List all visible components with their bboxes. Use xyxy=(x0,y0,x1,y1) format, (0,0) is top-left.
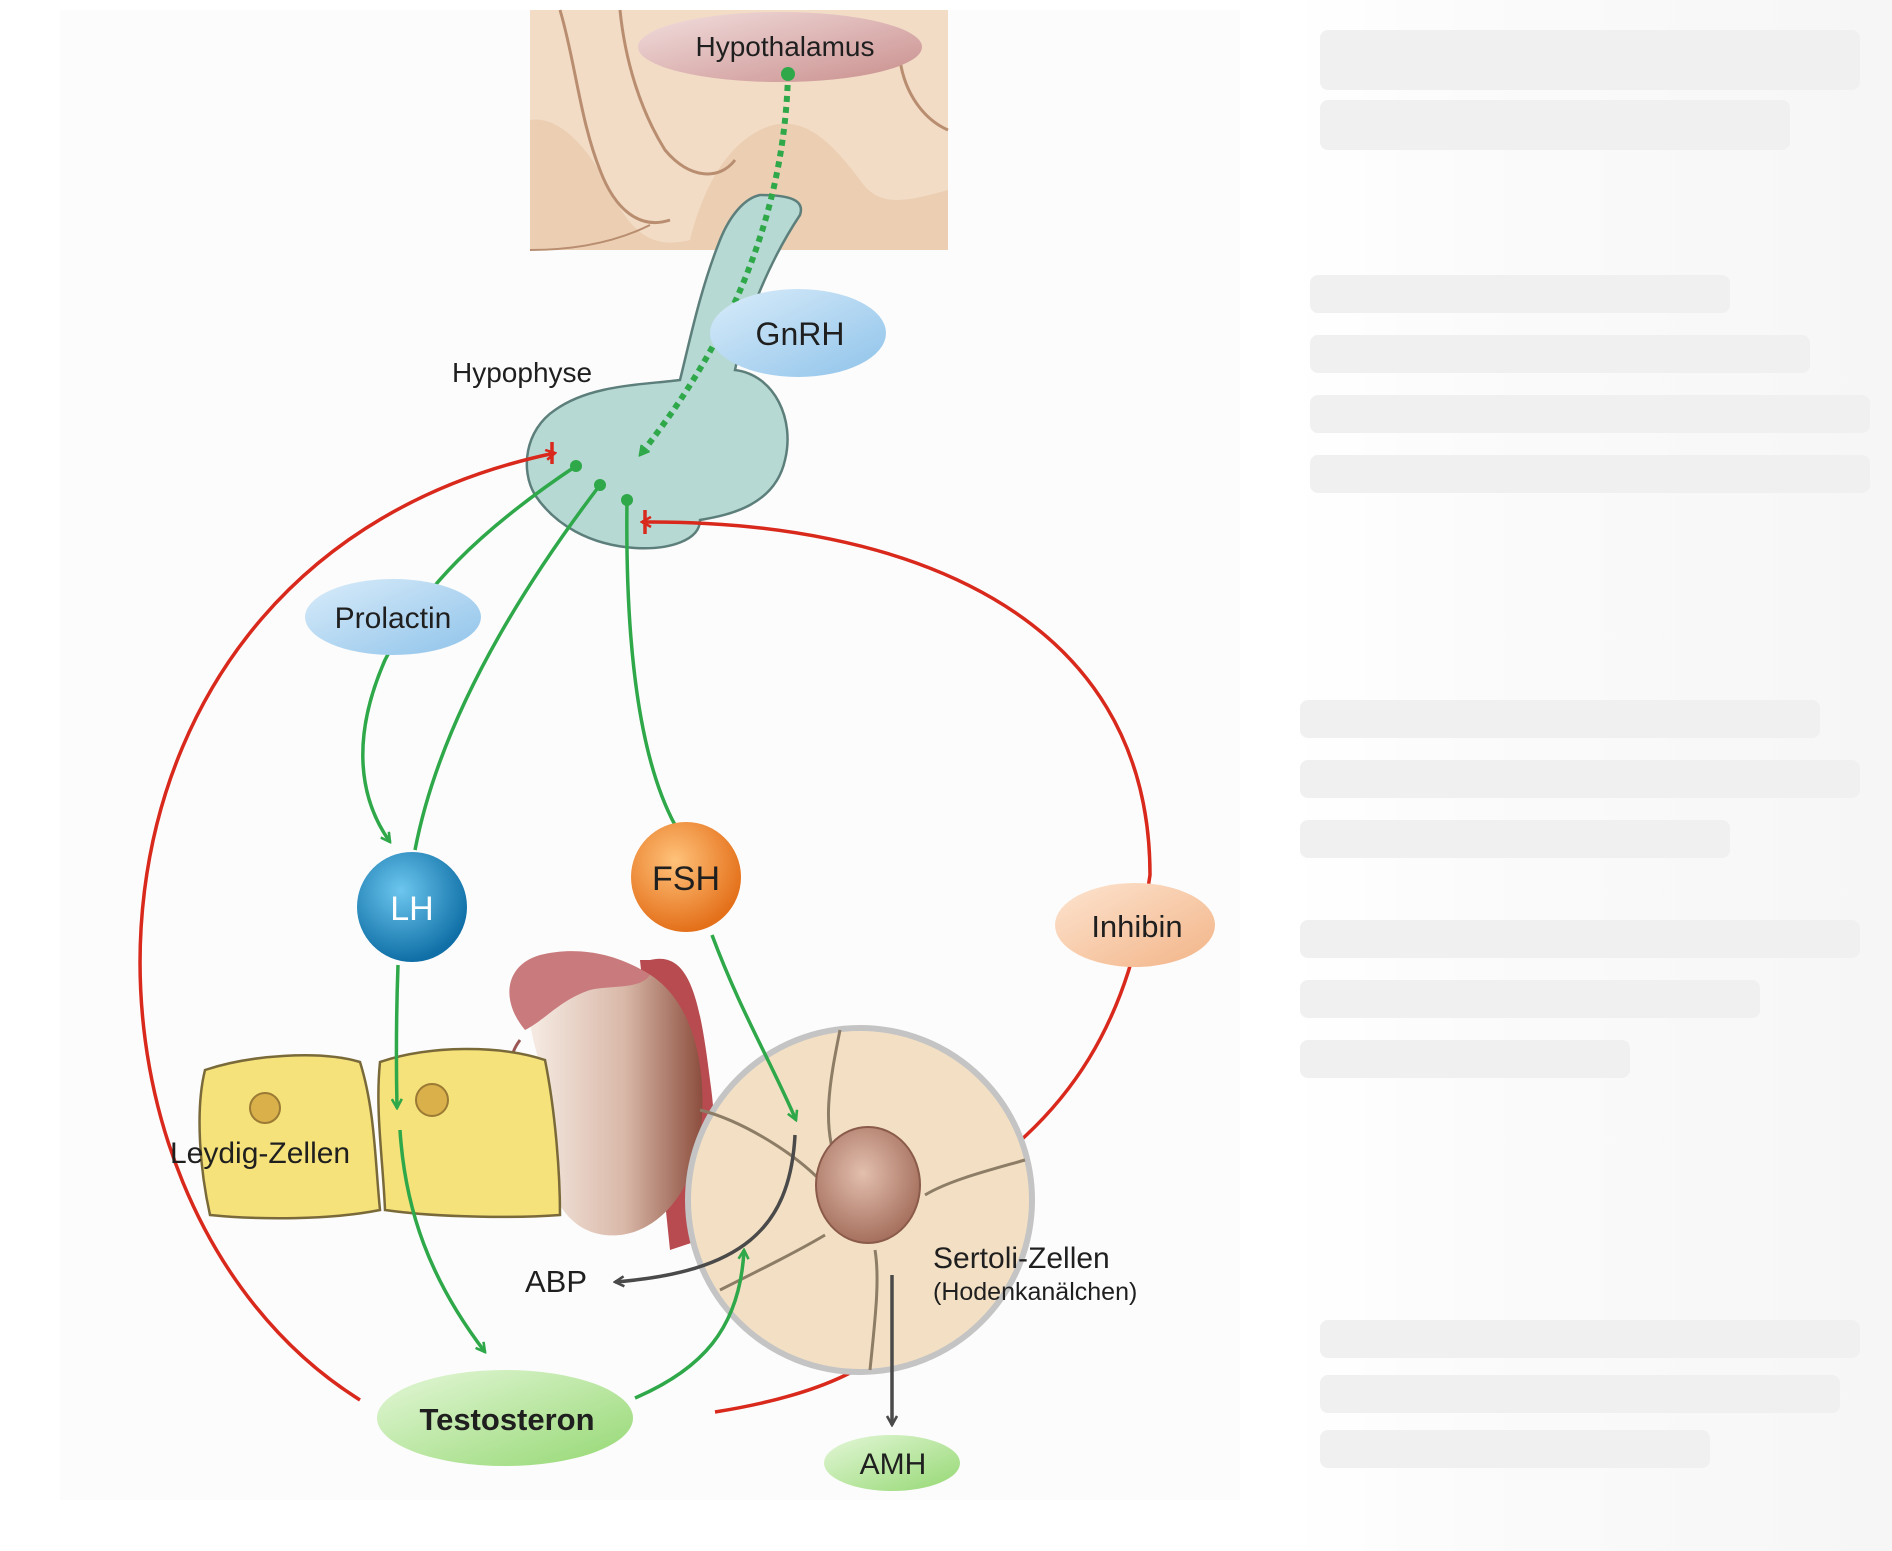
hypothalamus-label: Hypothalamus xyxy=(696,31,875,62)
prolactin-bubble xyxy=(305,579,481,655)
prolactin-label: Prolactin xyxy=(335,602,452,635)
fsh-badge xyxy=(631,822,741,932)
faded-text-block xyxy=(1310,455,1870,493)
amh-bubble xyxy=(824,1435,960,1491)
fsh-path xyxy=(625,499,677,826)
faded-text-block xyxy=(1300,760,1860,798)
leydig-label: Leydig-Zellen xyxy=(170,1137,350,1170)
lh-label: LH xyxy=(390,890,433,928)
hypophyse-label: Hypophyse xyxy=(452,357,592,388)
faded-text-block xyxy=(1320,1375,1840,1413)
gnrh-origin-dot xyxy=(781,67,795,81)
testosteron-bubble xyxy=(377,1370,633,1466)
sertoli-tubule xyxy=(685,1025,1035,1375)
inhibin-bubble xyxy=(1055,883,1215,967)
gnrh-dotted-arrow xyxy=(637,73,791,455)
faded-text-block xyxy=(1310,335,1810,373)
faded-page-background xyxy=(1290,0,1892,1551)
testis-illustration xyxy=(509,951,716,1250)
lh-badge xyxy=(357,852,467,962)
gnrh-bubble xyxy=(710,289,886,377)
faded-text-block xyxy=(1300,920,1860,958)
sertoli-sublabel: (Hodenkanälchen) xyxy=(933,1278,1137,1306)
faded-text-block xyxy=(1320,1430,1710,1468)
lh-path xyxy=(413,483,602,851)
fsh-label: FSH xyxy=(652,860,720,898)
faded-text-block xyxy=(1310,395,1870,433)
leydig-to-testosteron-arrow xyxy=(398,1129,485,1352)
testosteron-feedback-line xyxy=(138,453,555,1402)
faded-text-block xyxy=(1320,100,1790,150)
faded-text-block xyxy=(1320,1320,1860,1358)
lh-to-leydig-arrow xyxy=(396,964,398,1108)
gnrh-label: GnRH xyxy=(756,316,845,352)
prolactin-origin-dot xyxy=(570,460,582,472)
prolactin-path xyxy=(361,464,577,842)
inhibin-feedback-line xyxy=(642,522,1152,1205)
abp-secretion-arrow xyxy=(615,1134,797,1282)
faded-text-block xyxy=(1300,820,1730,858)
faded-text-block xyxy=(1320,30,1860,90)
amh-label: AMH xyxy=(860,1448,927,1481)
faded-text-block xyxy=(1300,980,1760,1018)
faded-text-block xyxy=(1310,275,1730,313)
faded-text-block xyxy=(1300,1040,1630,1078)
inhibin-label: Inhibin xyxy=(1091,909,1182,944)
lh-origin-dot xyxy=(594,479,606,491)
sertoli-label: Sertoli-Zellen xyxy=(933,1242,1110,1275)
testosteron-label: Testosteron xyxy=(419,1402,594,1437)
hypothalamus-bubble xyxy=(638,12,922,82)
faded-text-block xyxy=(1300,700,1820,738)
testosteron-to-sertoli-arrow xyxy=(634,1250,744,1400)
fsh-to-sertoli-arrow xyxy=(710,934,796,1120)
abp-label: ABP xyxy=(525,1264,587,1299)
leydig-cells xyxy=(198,1047,562,1220)
fsh-origin-dot xyxy=(621,494,633,506)
